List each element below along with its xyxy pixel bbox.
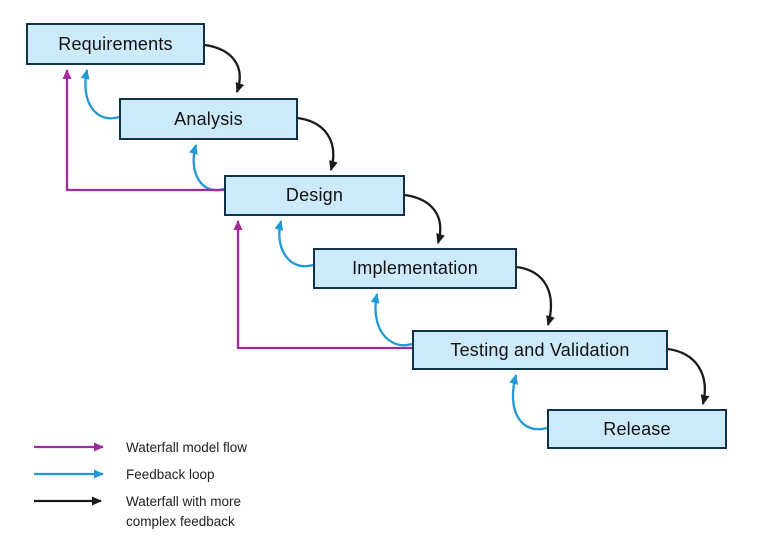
node-testing-and-validation-label: Testing and Validation xyxy=(450,339,630,360)
legend: Waterfall model flow Feedback loop Water… xyxy=(33,438,284,532)
feedback-arrow-testing-to-implementation xyxy=(370,293,413,347)
black-arrow-icon xyxy=(34,496,102,506)
node-design-label: Design xyxy=(285,185,344,205)
legend-label-waterfall-model-flow: Waterfall model flow xyxy=(126,440,248,455)
node-requirements-label: Requirements xyxy=(58,33,173,54)
feedback-arrow-implementation-to-design xyxy=(274,220,314,268)
blue-arrow-icon xyxy=(34,469,104,479)
node-release: Release xyxy=(547,409,727,449)
long-feedback-arrow-design-to-requirements xyxy=(62,69,224,192)
feedback-arrow-analysis-to-requirements xyxy=(80,69,120,120)
node-analysis: Analysis xyxy=(119,98,298,140)
forward-arrow-requirements-to-analysis xyxy=(204,43,245,93)
legend-label-complex-feedback: Waterfall with more complex feedback xyxy=(126,494,242,529)
legend-item-complex-feedback: Waterfall with more complex feedback xyxy=(33,492,284,532)
forward-arrow-testing-to-release xyxy=(667,347,710,405)
forward-arrow-design-to-implementation xyxy=(404,193,445,244)
legend-label-feedback-loop: Feedback loop xyxy=(126,467,215,482)
node-implementation-label: Implementation xyxy=(352,258,478,278)
legend-item-waterfall-model-flow: Waterfall model flow xyxy=(33,438,284,458)
feedback-arrow-design-to-analysis xyxy=(189,144,225,192)
node-analysis-label: Analysis xyxy=(174,108,243,129)
purple-arrow-icon xyxy=(34,442,104,452)
node-testing-and-validation: Testing and Validation xyxy=(412,330,668,370)
node-implementation: Implementation xyxy=(313,248,517,289)
forward-arrow-analysis-to-design xyxy=(297,116,338,171)
forward-arrow-implementation-to-testing xyxy=(516,265,555,326)
node-release-label: Release xyxy=(603,418,671,439)
node-requirements: Requirements xyxy=(26,23,205,65)
node-design: Design xyxy=(224,175,405,216)
long-feedback-arrow-testing-to-design xyxy=(233,220,412,350)
feedback-arrow-release-to-testing xyxy=(509,374,548,431)
legend-item-feedback-loop: Feedback loop xyxy=(33,465,284,485)
